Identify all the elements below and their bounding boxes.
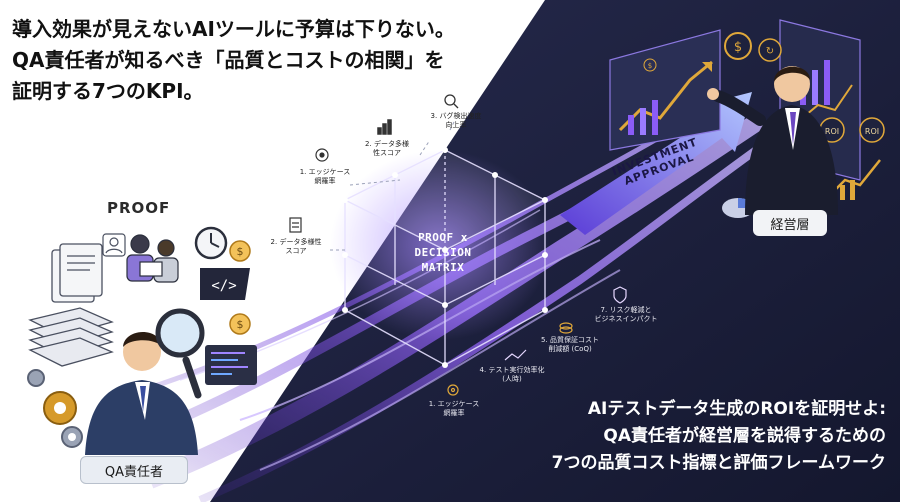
svg-text:$: $ <box>648 62 652 70</box>
magnifier-icon <box>155 308 205 399</box>
kpi-edge-case-coverage-lower: 1. エッジケース 網羅率 <box>418 400 490 418</box>
kpi-label-line-2: スコア <box>285 247 307 255</box>
matrix-line-1: PROOF x <box>418 231 468 244</box>
kpi-label-line-1: 1. エッジケース <box>299 168 351 176</box>
bottom-title: AIテストデータ生成のROIを証明せよ: QA責任者が経営層を説得するための 7… <box>466 396 886 477</box>
bottom-title-line-3: 7つの品質コスト指標と評価フレームワーク <box>551 453 886 473</box>
qa-person-label: QA責任者 <box>80 456 188 484</box>
dollar-gold-icon: $ ↻ $ <box>643 32 782 72</box>
matrix-label: PROOF x DECISION MATRIX <box>398 230 488 275</box>
kpi-label-line-2: (人時) <box>502 375 522 383</box>
proof-label: PROOF <box>107 199 171 217</box>
kpi-label-line-2: 網羅率 <box>314 177 336 185</box>
gear-icon <box>27 369 83 448</box>
kpi-label-line-2: 向上率 <box>445 121 467 129</box>
svg-text:↻: ↻ <box>766 46 774 57</box>
kpi-edge-case-coverage: 1. エッジケース 網羅率 <box>290 168 360 186</box>
headline-line-1: 導入効果が見えないAIツールに予算は下りない。 <box>12 17 455 41</box>
team-icon <box>126 234 179 283</box>
kpi-bug-detection-speed: 3. バグ検出速度 向上率 <box>420 112 492 130</box>
code-icon: </> <box>200 268 250 300</box>
kpi-label-line-2: ビジネスインパクト <box>594 315 658 323</box>
kpi-label-line-1: 3. バグ検出速度 <box>430 112 482 120</box>
coins-icon <box>559 322 573 334</box>
profile-icon <box>102 233 126 257</box>
target-icon <box>315 148 329 162</box>
kpi-test-efficiency: 4. テスト実行効率化 (人時) <box>470 366 554 384</box>
roi-icon: ROI ROI <box>819 117 885 143</box>
code-window-icon <box>205 345 257 385</box>
edge-icon <box>447 384 459 396</box>
executive-person <box>707 66 838 215</box>
headline: 導入効果が見えないAIツールに予算は下りない。 QA責任者が知るべき「品質とコス… <box>12 14 572 107</box>
kpi-label-line-1: 2. データ多様 <box>365 140 409 148</box>
kpi-label-line-2: 削減額 (CoQ) <box>548 345 592 353</box>
kpi-data-diversity: 2. データ多様 性スコア <box>352 140 422 158</box>
dashboard-panel <box>609 29 721 151</box>
cube-nodes <box>342 147 548 368</box>
kpi-label-line-1: 7. リスク軽減と <box>600 306 652 314</box>
executive-label: 経営層 <box>753 210 827 236</box>
chart-icon <box>377 119 392 135</box>
svg-text:$: $ <box>237 245 244 258</box>
clock-icon <box>194 226 228 260</box>
file-icon <box>289 217 302 233</box>
kpi-label-line-1: 1. エッジケース <box>428 400 480 408</box>
document-stack-icon <box>28 307 114 367</box>
document-icon <box>51 243 103 303</box>
matrix-line-2: DECISION <box>414 246 472 259</box>
kpi-label-line-1: 5. 品質保証コスト <box>541 336 599 344</box>
matrix-line-3: MATRIX <box>421 261 465 274</box>
svg-text:$: $ <box>237 318 244 331</box>
svg-text:ROI: ROI <box>865 127 879 136</box>
bottom-title-line-2: QA責任者が経営層を説得するための <box>603 426 886 446</box>
headline-line-3: 証明する7つのKPI。 <box>12 79 204 103</box>
svg-text:ROI: ROI <box>825 127 839 136</box>
search-icon <box>444 94 459 109</box>
headline-line-2: QA責任者が知るべき「品質とコストの相関」を <box>12 48 445 72</box>
efficiency-icon <box>504 349 527 361</box>
qa-person <box>85 331 198 455</box>
kpi-coq-reduction: 5. 品質保証コスト 削減額 (CoQ) <box>530 336 610 354</box>
bottom-title-line-1: AIテストデータ生成のROIを証明せよ: <box>587 399 886 419</box>
kpi-data-diversity-left: 2. データ多様性 スコア <box>258 238 334 256</box>
svg-text:</>: </> <box>211 278 236 294</box>
kpi-label-line-2: 性スコア <box>373 149 401 157</box>
kpi-label-line-1: 2. データ多様性 <box>270 238 322 246</box>
kpi-label-line-1: 4. テスト実行効率化 <box>479 366 545 374</box>
kpi-label-line-2: 網羅率 <box>443 409 465 417</box>
svg-text:$: $ <box>734 40 742 55</box>
growth-chart-icon <box>829 159 881 200</box>
kpi-risk-reduction: 7. リスク軽減と ビジネスインパクト <box>586 306 666 324</box>
shield-icon <box>613 286 627 304</box>
dollar-icon: $ $ <box>229 240 251 335</box>
